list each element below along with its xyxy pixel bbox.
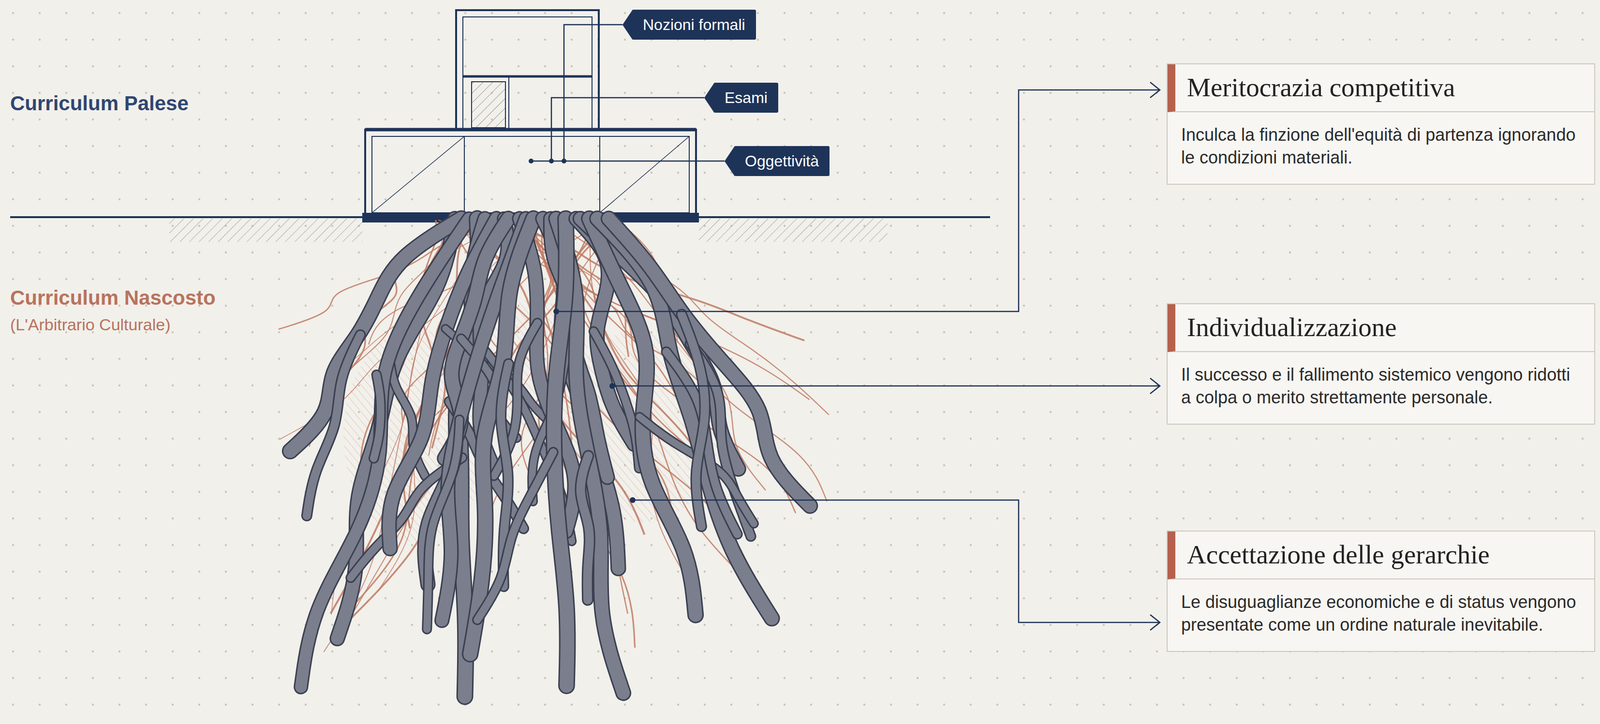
root-outline [593,331,639,469]
drawing-rect [371,136,690,213]
root [427,419,460,630]
drawing-line [462,75,593,78]
drawing-circle [528,158,534,164]
tag-tip [622,9,633,40]
drawing-polyline [1150,82,1160,98]
drawing-rect [456,10,599,130]
drawing-circle [561,158,567,164]
root [477,452,554,621]
tag-tip-shape [724,146,735,177]
root [580,455,590,600]
drawing-circle [629,497,636,504]
root-outline [597,218,772,619]
card-leaders [556,82,1160,631]
root-outline [477,452,554,621]
section-label: (L'Arbitrario Culturale) [10,315,171,335]
card-heading: Accettazione delle gerarchie [1167,531,1595,580]
drawing-polyline [563,24,623,162]
tag-tip [704,82,715,113]
drawing-rect [471,81,506,128]
card-heading: Individualizzazione [1167,304,1595,353]
root-outline [681,314,705,527]
thick-roots [290,218,811,697]
drawing-line [371,136,465,213]
leader-dots [553,308,636,504]
root-outline [608,218,810,506]
drawing-rect [462,16,593,130]
leader-dots [528,158,567,164]
drawing-circle [548,158,554,164]
section-label: Curriculum Nascosto [10,286,216,310]
root-outline [470,218,534,655]
ground-hatch [169,218,363,242]
drawing-line [463,136,465,213]
building [362,10,699,223]
tag-text: Nozioni formali [642,15,746,34]
root [306,334,361,516]
concept-card: IndividualizzazioneIl successo e il fall… [1166,303,1596,425]
card-body: Il successo e il fallimento sistemico ve… [1167,352,1595,424]
drawing-line [508,77,510,130]
tag-text: Oggettività [744,152,819,170]
tag-tip-shape [622,9,633,40]
root-outline [306,334,361,516]
root-outline [427,419,460,630]
tag-label: Nozioni formali [632,9,756,40]
card-body: Le disuguaglianze economiche e di status… [1167,579,1595,652]
tag-label: Oggettività [734,146,830,177]
root [681,314,705,527]
root [470,218,534,655]
drawing-polyline [531,160,725,163]
card-heading: Meritocrazia competitiva [1167,64,1595,113]
root [608,218,810,506]
root [373,374,381,459]
root [593,331,639,469]
concept-card: Meritocrazia competitivaInculca la finzi… [1166,63,1596,185]
drawing-polyline [612,385,1160,387]
drawing-polyline [632,500,1160,623]
tag-tip [724,146,735,177]
root-outline [580,455,590,600]
drawing-rect [365,129,697,218]
drawing-polyline [1150,614,1160,631]
tag-text: Esami [724,88,768,107]
tag-tip-shape [704,82,715,113]
drawing-circle [609,383,616,389]
tag-leaders [531,24,725,162]
root [597,218,772,619]
drawing-circle [553,308,560,315]
drawing-polyline [1150,378,1160,394]
root-outline [373,374,381,459]
drawing-polyline [551,97,705,162]
drawing-line [599,136,601,213]
drawing-polyline [556,89,1160,312]
card-body: Inculca la finzione dell'equità di parte… [1167,112,1595,184]
section-label: Curriculum Palese [10,91,189,116]
concept-card: Accettazione delle gerarchieLe disuguagl… [1166,530,1596,652]
tag-label: Esami [713,82,779,113]
ground-hatch [698,218,888,242]
drawing-line [365,128,697,132]
roots [278,218,830,697]
drawing-line [599,136,690,213]
